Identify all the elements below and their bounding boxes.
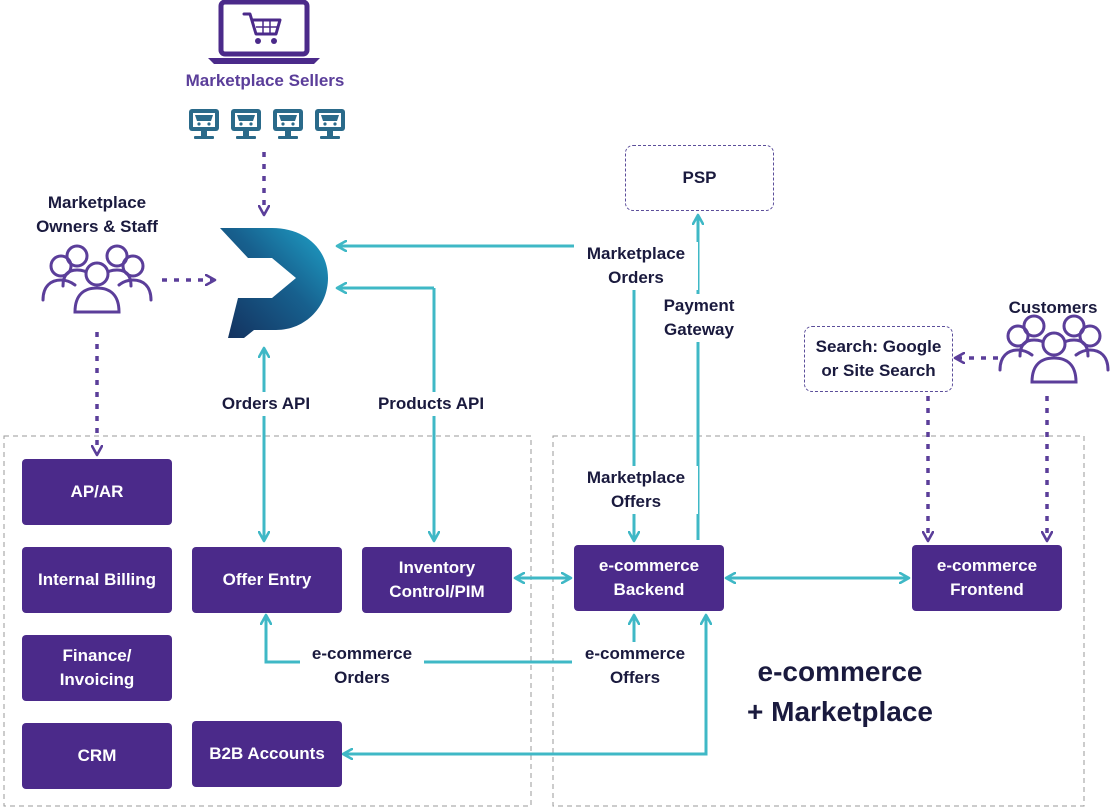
ecommerce-frontend-box: e-commerce Frontend: [912, 545, 1062, 611]
p-arrow-logo: [220, 228, 328, 338]
marketplace-sellers-label: Marketplace Sellers: [185, 71, 345, 90]
laptop-cart-icon: [208, 0, 320, 64]
orders-api-label: Orders API: [212, 392, 320, 416]
ap-ar-box: AP/AR: [22, 459, 172, 525]
owners-staff-label: Marketplace Owners & Staff: [36, 193, 158, 236]
offer-entry-box: Offer Entry: [192, 547, 342, 613]
b2b-accounts-box: B2B Accounts: [192, 721, 342, 787]
payment-gateway-label: Payment Gateway: [652, 294, 746, 342]
ecommerce-offers-label: e-commerce Offers: [572, 642, 698, 690]
region-label: e-commerce + Marketplace: [747, 656, 933, 727]
internal-billing-box: Internal Billing: [22, 547, 172, 613]
marketplace-offers-label: Marketplace Offers: [574, 466, 698, 514]
finance-invoicing-box: Finance/ Invoicing: [22, 635, 172, 701]
customers-label: Customers: [1008, 298, 1098, 317]
ecommerce-backend-box: e-commerce Backend: [574, 545, 724, 611]
right-region-border: [552, 435, 1085, 807]
people-group-icon-owners: [41, 244, 153, 314]
ecommerce-orders-label: e-commerce Orders: [300, 642, 424, 690]
people-group-icon-customers: [998, 314, 1110, 384]
marketplace-orders-label: Marketplace Orders: [574, 242, 698, 290]
products-api-label: Products API: [366, 392, 496, 416]
inventory-control-box: Inventory Control/PIM: [362, 547, 512, 613]
crm-box: CRM: [22, 723, 172, 789]
b2b-line: [344, 616, 706, 754]
search-box: Search: Google or Site Search: [804, 326, 953, 392]
store-monitor-icon: [189, 109, 345, 139]
psp-box: PSP: [625, 145, 774, 211]
